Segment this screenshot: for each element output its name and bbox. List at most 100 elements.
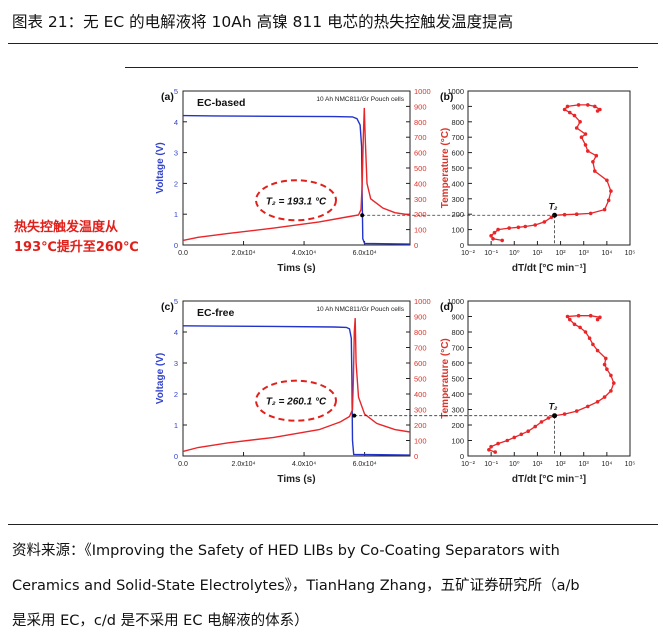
cell-type-label: 10 Ah NMC811/Gr Pouch cells	[316, 306, 404, 313]
data-point	[574, 409, 579, 413]
data-point	[576, 313, 581, 318]
data-point	[572, 322, 577, 327]
chart-figure: 012345010020030040050060070080090010000.…	[155, 87, 636, 485]
x-axis-label: dT/dt [°C min⁻¹]	[512, 474, 586, 485]
y-tick-label: 900	[451, 102, 464, 111]
data-point	[546, 416, 551, 420]
y-tick-label: 700	[451, 344, 464, 353]
y-tick-label: 700	[451, 133, 464, 142]
data-point	[562, 212, 567, 217]
y-tick-label: 500	[451, 375, 464, 384]
y-tick-label: 400	[451, 179, 464, 188]
x-tick-label: 4.0x10⁴	[292, 461, 316, 468]
panel-condition-label: EC-free	[197, 307, 235, 319]
x-tick-label: 10⁻¹	[484, 250, 498, 257]
data-point	[591, 160, 595, 164]
y-tick-label: 800	[451, 118, 464, 127]
plot-frame	[182, 300, 411, 457]
data-point	[526, 429, 530, 434]
x-axis-label: Tims (s)	[277, 474, 315, 485]
data-point	[593, 169, 597, 173]
data-point	[539, 420, 544, 424]
y-right-tick-label: 400	[414, 179, 427, 188]
x-tick-label: 4.0x10⁴	[292, 250, 316, 257]
y-left-tick-label: 5	[174, 87, 178, 96]
data-point	[562, 107, 567, 112]
data-point	[609, 389, 613, 393]
y-tick-label: 1000	[447, 87, 464, 96]
y-left-tick-label: 1	[174, 421, 178, 430]
data-point	[605, 178, 609, 183]
data-point	[562, 412, 567, 416]
y-right-tick-label: 100	[414, 226, 427, 235]
temperature-series	[182, 107, 411, 242]
y-tick-label: 100	[451, 437, 464, 446]
y-tick-label: 200	[451, 421, 464, 430]
data-point	[578, 120, 582, 124]
y-right-axis-label: Temperature (°C)	[440, 338, 451, 419]
data-point	[516, 225, 521, 230]
data-point	[578, 325, 582, 330]
data-point	[576, 103, 581, 107]
data-point	[492, 230, 497, 235]
data-point	[496, 227, 500, 232]
y-tick-label: 300	[451, 195, 464, 204]
annotation-note: 热失控触发温度从 193℃提升至260℃	[14, 218, 164, 258]
x-tick-label: 6.0x10⁴	[353, 250, 377, 257]
y-right-tick-label: 600	[414, 149, 427, 158]
y-right-tick-label: 600	[414, 359, 427, 368]
data-point	[606, 198, 611, 203]
annotation-note-line2: 193℃提升至260℃	[14, 240, 139, 255]
source-line3: 是采用 EC，c/d 是不采用 EC 电解液的体系）	[12, 613, 309, 629]
x-tick-label: 10¹	[532, 461, 543, 468]
x-tick-label: 10⁴	[601, 461, 612, 468]
annotation-ellipse	[255, 379, 337, 422]
y-right-tick-label: 1000	[414, 297, 431, 306]
y-tick-label: 600	[451, 149, 464, 158]
y-tick-label: 800	[451, 328, 464, 337]
data-point	[493, 450, 498, 454]
y-left-tick-label: 0	[174, 452, 178, 461]
y-right-axis-label: Temperature (°C)	[440, 128, 451, 209]
y-left-tick-label: 4	[174, 328, 178, 337]
data-point	[594, 153, 599, 158]
link-start-point	[360, 213, 365, 218]
data-point	[500, 238, 505, 243]
y-right-tick-label: 800	[414, 328, 427, 337]
y-right-tick-label: 700	[414, 344, 427, 353]
y-left-tick-label: 0	[174, 241, 178, 250]
data-point	[595, 348, 600, 353]
data-point	[598, 315, 602, 320]
x-axis-label: dT/dt [°C min⁻¹]	[512, 263, 586, 274]
x-tick-label: 10⁵	[625, 250, 636, 257]
panel-label: (c)	[161, 301, 174, 313]
marker-label: T₂	[549, 201, 558, 211]
y-left-axis-label: Voltage (V)	[155, 142, 166, 193]
y-left-tick-label: 1	[174, 210, 178, 219]
plot-frame	[467, 300, 631, 457]
data-point	[489, 234, 493, 238]
annotation-label: T₂ = 260.1 °C	[266, 397, 327, 408]
x-tick-label: 10⁻²	[461, 250, 475, 257]
data-point	[542, 220, 547, 224]
x-tick-label: 10⁰	[509, 249, 520, 257]
data-point	[609, 373, 613, 378]
y-left-tick-label: 2	[174, 390, 178, 399]
data-point	[533, 424, 537, 429]
y-tick-label: 900	[451, 313, 464, 322]
marker-label: T₂	[549, 402, 558, 412]
panel-label: (b)	[440, 91, 453, 103]
data-point	[612, 381, 616, 385]
link-start-point	[352, 413, 357, 418]
voltage-series	[182, 325, 411, 456]
data-point	[586, 404, 590, 409]
data-point	[549, 215, 554, 220]
x-tick-label: 10⁻²	[461, 461, 475, 468]
title-divider	[8, 43, 658, 45]
data-point	[583, 143, 588, 147]
y-right-tick-label: 0	[414, 452, 418, 461]
data-point	[574, 126, 579, 130]
y-tick-label: 600	[451, 359, 464, 368]
data-point	[491, 237, 495, 241]
data-point	[568, 110, 572, 115]
